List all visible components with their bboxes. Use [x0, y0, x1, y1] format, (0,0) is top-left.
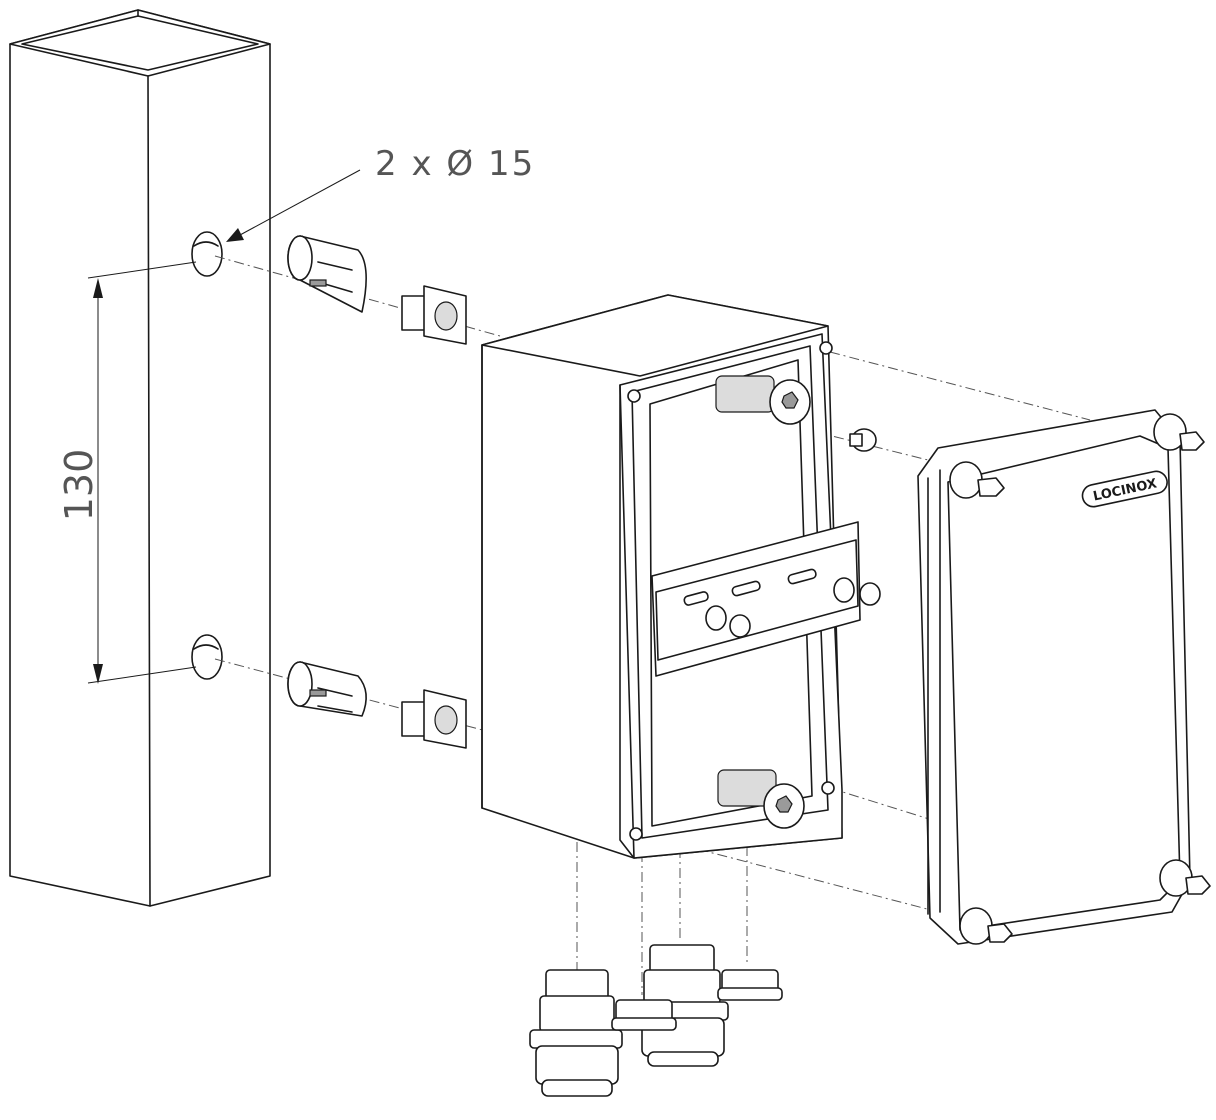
din-rail-screw-left	[705, 605, 751, 638]
anchor-sleeve-lower	[287, 661, 367, 717]
dimension-130-label: 130	[57, 449, 101, 522]
blanking-plug-right	[717, 969, 783, 1001]
hole-callout: 2 x Ø 15	[226, 144, 535, 242]
post-hole-upper	[191, 231, 223, 277]
loose-screw	[849, 428, 877, 452]
cable-gland-large-left	[529, 969, 623, 1097]
cover-screw-top-right	[1153, 413, 1205, 451]
cable-gland-large-right	[635, 944, 729, 1067]
hole-callout-label: 2 x Ø 15	[375, 144, 535, 184]
cover-screw-top-left	[949, 461, 1005, 499]
cover-screw-bottom-right	[1159, 859, 1211, 897]
din-rail	[651, 521, 861, 677]
din-rail-screw-right	[833, 577, 881, 606]
insert-nut-lower	[401, 689, 467, 749]
dimension-130: 130	[57, 261, 197, 684]
mounting-screw-lower	[717, 769, 805, 829]
insert-nut-upper	[401, 285, 467, 345]
cover-screw-bottom-left	[959, 907, 1013, 945]
blanking-plug-left	[611, 999, 677, 1031]
anchor-sleeve-upper	[287, 235, 367, 313]
mounting-screw-upper	[715, 375, 811, 425]
post-hole-lower	[191, 634, 223, 680]
square-post	[9, 9, 271, 907]
